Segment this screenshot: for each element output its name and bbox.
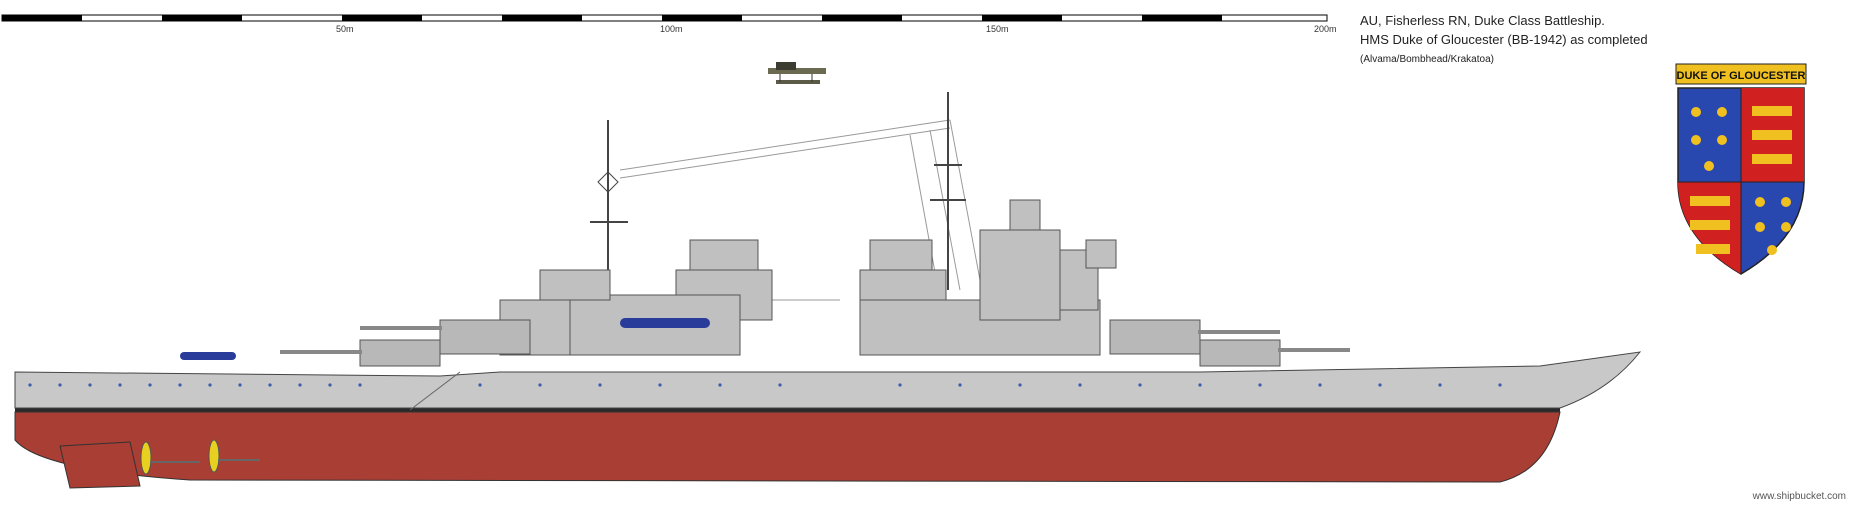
fleur-de-lis-icon bbox=[1691, 107, 1791, 255]
crest-banner-text: DUKE OF GLOUCESTER bbox=[1677, 70, 1806, 82]
scale-tick-150m: 150m bbox=[986, 24, 1009, 34]
seaplane-icon bbox=[768, 62, 826, 84]
forward-superstructure bbox=[499, 239, 773, 356]
scale-tick-50m: 50m bbox=[336, 24, 354, 34]
hull-upper bbox=[14, 351, 1642, 409]
masts bbox=[590, 92, 966, 300]
gun-barrels bbox=[280, 326, 1350, 354]
scale-bar bbox=[1, 14, 1328, 22]
portholes bbox=[28, 383, 1502, 387]
crest-banner bbox=[1675, 63, 1807, 85]
scale-tick-100m: 100m bbox=[660, 24, 683, 34]
propeller-icon bbox=[140, 439, 260, 475]
ship-class-title: AU, Fisherless RN, Duke Class Battleship… bbox=[1360, 13, 1605, 28]
lifeboat bbox=[620, 318, 710, 328]
aft-superstructure bbox=[859, 199, 1117, 356]
author-credits: (Alvama/Bombhead/Krakatoa) bbox=[1360, 54, 1494, 65]
rudder bbox=[59, 441, 141, 489]
main-turrets bbox=[359, 319, 1281, 367]
website-credit: www.shipbucket.com bbox=[1752, 491, 1846, 502]
lion-icon bbox=[1690, 106, 1792, 254]
scale-tick-200m: 200m bbox=[1314, 24, 1337, 34]
hull-lower bbox=[14, 411, 1561, 483]
mast-diamond-icon bbox=[597, 171, 619, 193]
ship-name-subtitle: HMS Duke of Gloucester (BB-1942) as comp… bbox=[1360, 32, 1648, 47]
lifeboat-forward bbox=[180, 352, 236, 360]
ship-crest: DUKE OF GLOUCESTER bbox=[1675, 63, 1807, 275]
